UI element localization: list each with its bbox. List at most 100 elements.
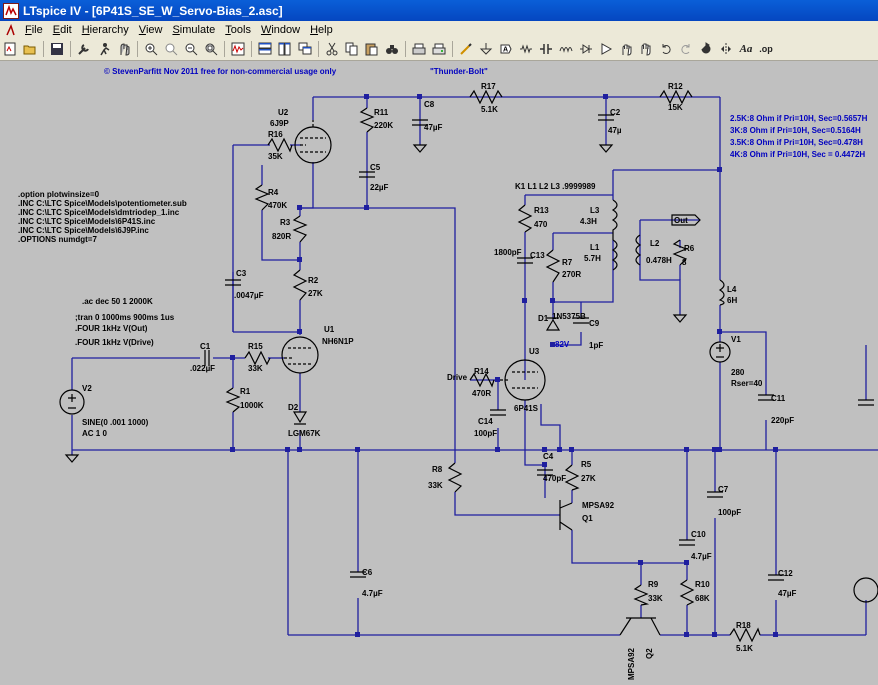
svg-text:R18: R18 [736,621,751,630]
svg-text:V1: V1 [731,335,741,344]
tile-horizontal-icon[interactable] [256,40,274,58]
svg-text:R8: R8 [432,465,443,474]
svg-text:5.1K: 5.1K [736,644,753,653]
zoom-out-icon[interactable] [182,40,200,58]
capacitor-C-right [858,399,874,406]
zoom-pan-icon[interactable] [162,40,180,58]
halt-icon[interactable] [115,40,133,58]
svg-text:C8: C8 [424,100,435,109]
copy-icon[interactable] [343,40,361,58]
svg-text:R4: R4 [268,188,279,197]
svg-text:470: 470 [534,220,548,229]
toolbar-separator [70,41,71,57]
svg-text:SINE(0 .001 1000): SINE(0 .001 1000) [82,418,149,427]
svg-text:C3: C3 [236,269,247,278]
ltspice-app-icon[interactable] [3,2,19,19]
svg-text:.option plotwinsize=0: .option plotwinsize=0 [18,190,100,199]
svg-text:15K: 15K [668,103,683,112]
svg-text:A: A [503,47,508,54]
find-icon[interactable] [383,40,401,58]
redo-icon[interactable] [677,40,695,58]
svg-text:D2: D2 [288,403,299,412]
diode-icon[interactable] [577,40,595,58]
capacitor-C8 [412,119,428,126]
print-icon[interactable] [430,40,448,58]
svg-text:R17: R17 [481,82,496,91]
ground-icon[interactable] [477,40,495,58]
rotate-icon[interactable] [697,40,715,58]
waveform-icon[interactable] [229,40,247,58]
svg-text:4.7µF: 4.7µF [691,552,712,561]
menu-help[interactable]: Help [310,23,333,36]
ground-C8 [412,144,428,153]
component-icon[interactable] [597,40,615,58]
svg-text:C13: C13 [530,251,545,260]
wire-icon[interactable] [457,40,475,58]
svg-text:.022µF: .022µF [190,364,215,373]
resistor-R5 [564,464,580,491]
svg-text:U1: U1 [324,325,335,334]
toolbar-separator [43,41,44,57]
capacitor-C11 [758,394,774,401]
mirror-icon[interactable] [717,40,735,58]
menu-tools[interactable]: Tools [225,23,251,36]
spice-directive-icon[interactable]: .op [759,44,773,54]
menu-simulate[interactable]: Simulate [172,23,216,36]
tile-vertical-icon[interactable] [276,40,294,58]
capacitor-C12 [768,574,784,581]
capacitor-C4 [537,469,553,476]
open-icon[interactable] [21,40,39,58]
svg-text:LGM67K: LGM67K [288,429,321,438]
save-icon[interactable] [48,40,66,58]
ground-V2 [64,454,80,463]
svg-text:R16: R16 [268,130,283,139]
svg-text:1pF: 1pF [589,341,603,350]
print-setup-icon[interactable] [410,40,428,58]
menu-view[interactable]: View [138,23,163,36]
paste-icon[interactable] [363,40,381,58]
directives-block: .option plotwinsize=0 .INC C:\LTC Spice\… [18,190,187,244]
svg-text:6H: 6H [727,296,737,305]
menu-hierarchy[interactable]: Hierarchy [81,23,129,36]
svg-text:100pF: 100pF [718,508,741,517]
menu-edit[interactable]: Edit [52,23,72,36]
svg-text:Q2: Q2 [645,648,654,659]
source-V1 [709,341,731,363]
menu-file[interactable]: File [25,23,43,36]
schematic-canvas[interactable]: © StevenParfitt Nov 2011 free for non-co… [0,61,878,685]
svg-text:Out: Out [674,216,688,225]
cut-icon[interactable] [323,40,341,58]
control-panel-icon[interactable] [75,40,93,58]
menu-window[interactable]: Window [260,23,301,36]
drag-icon[interactable] [637,40,655,58]
zoom-in-icon[interactable] [142,40,160,58]
move-icon[interactable] [617,40,635,58]
svg-text:L4: L4 [727,285,737,294]
schematic-name: "Thunder-Bolt" [430,67,488,76]
resistor-R6 [672,239,688,266]
toolbar-separator [137,41,138,57]
undo-icon[interactable] [657,40,675,58]
mdi-document-icon[interactable] [4,23,18,37]
svg-text:35K: 35K [268,152,283,161]
capacitor-C1 [204,350,210,366]
text-icon[interactable]: Aa [739,43,753,55]
resistor-R13 [517,204,533,233]
zoom-fit-icon[interactable] [202,40,220,58]
new-schematic-icon[interactable] [1,40,19,58]
capacitor-C7 [707,491,723,498]
capacitor-C13 [517,257,533,264]
capacitor-icon[interactable] [537,40,555,58]
svg-text:R9: R9 [648,580,659,589]
svg-text:270R: 270R [562,270,581,279]
svg-text:MPSA92: MPSA92 [582,501,615,510]
analysis-block: .ac dec 50 1 2000K ;tran 0 1000ms 900ms … [75,297,175,347]
cascade-icon[interactable] [296,40,314,58]
label-icon[interactable]: A [497,40,515,58]
capacitor-C3 [225,279,241,286]
inductor-icon[interactable] [557,40,575,58]
window-title: LTspice IV - [6P41S_SE_W_Servo-Bias_2.as… [23,3,283,18]
svg-text:R2: R2 [308,276,319,285]
resistor-icon[interactable] [517,40,535,58]
run-icon[interactable] [95,40,113,58]
